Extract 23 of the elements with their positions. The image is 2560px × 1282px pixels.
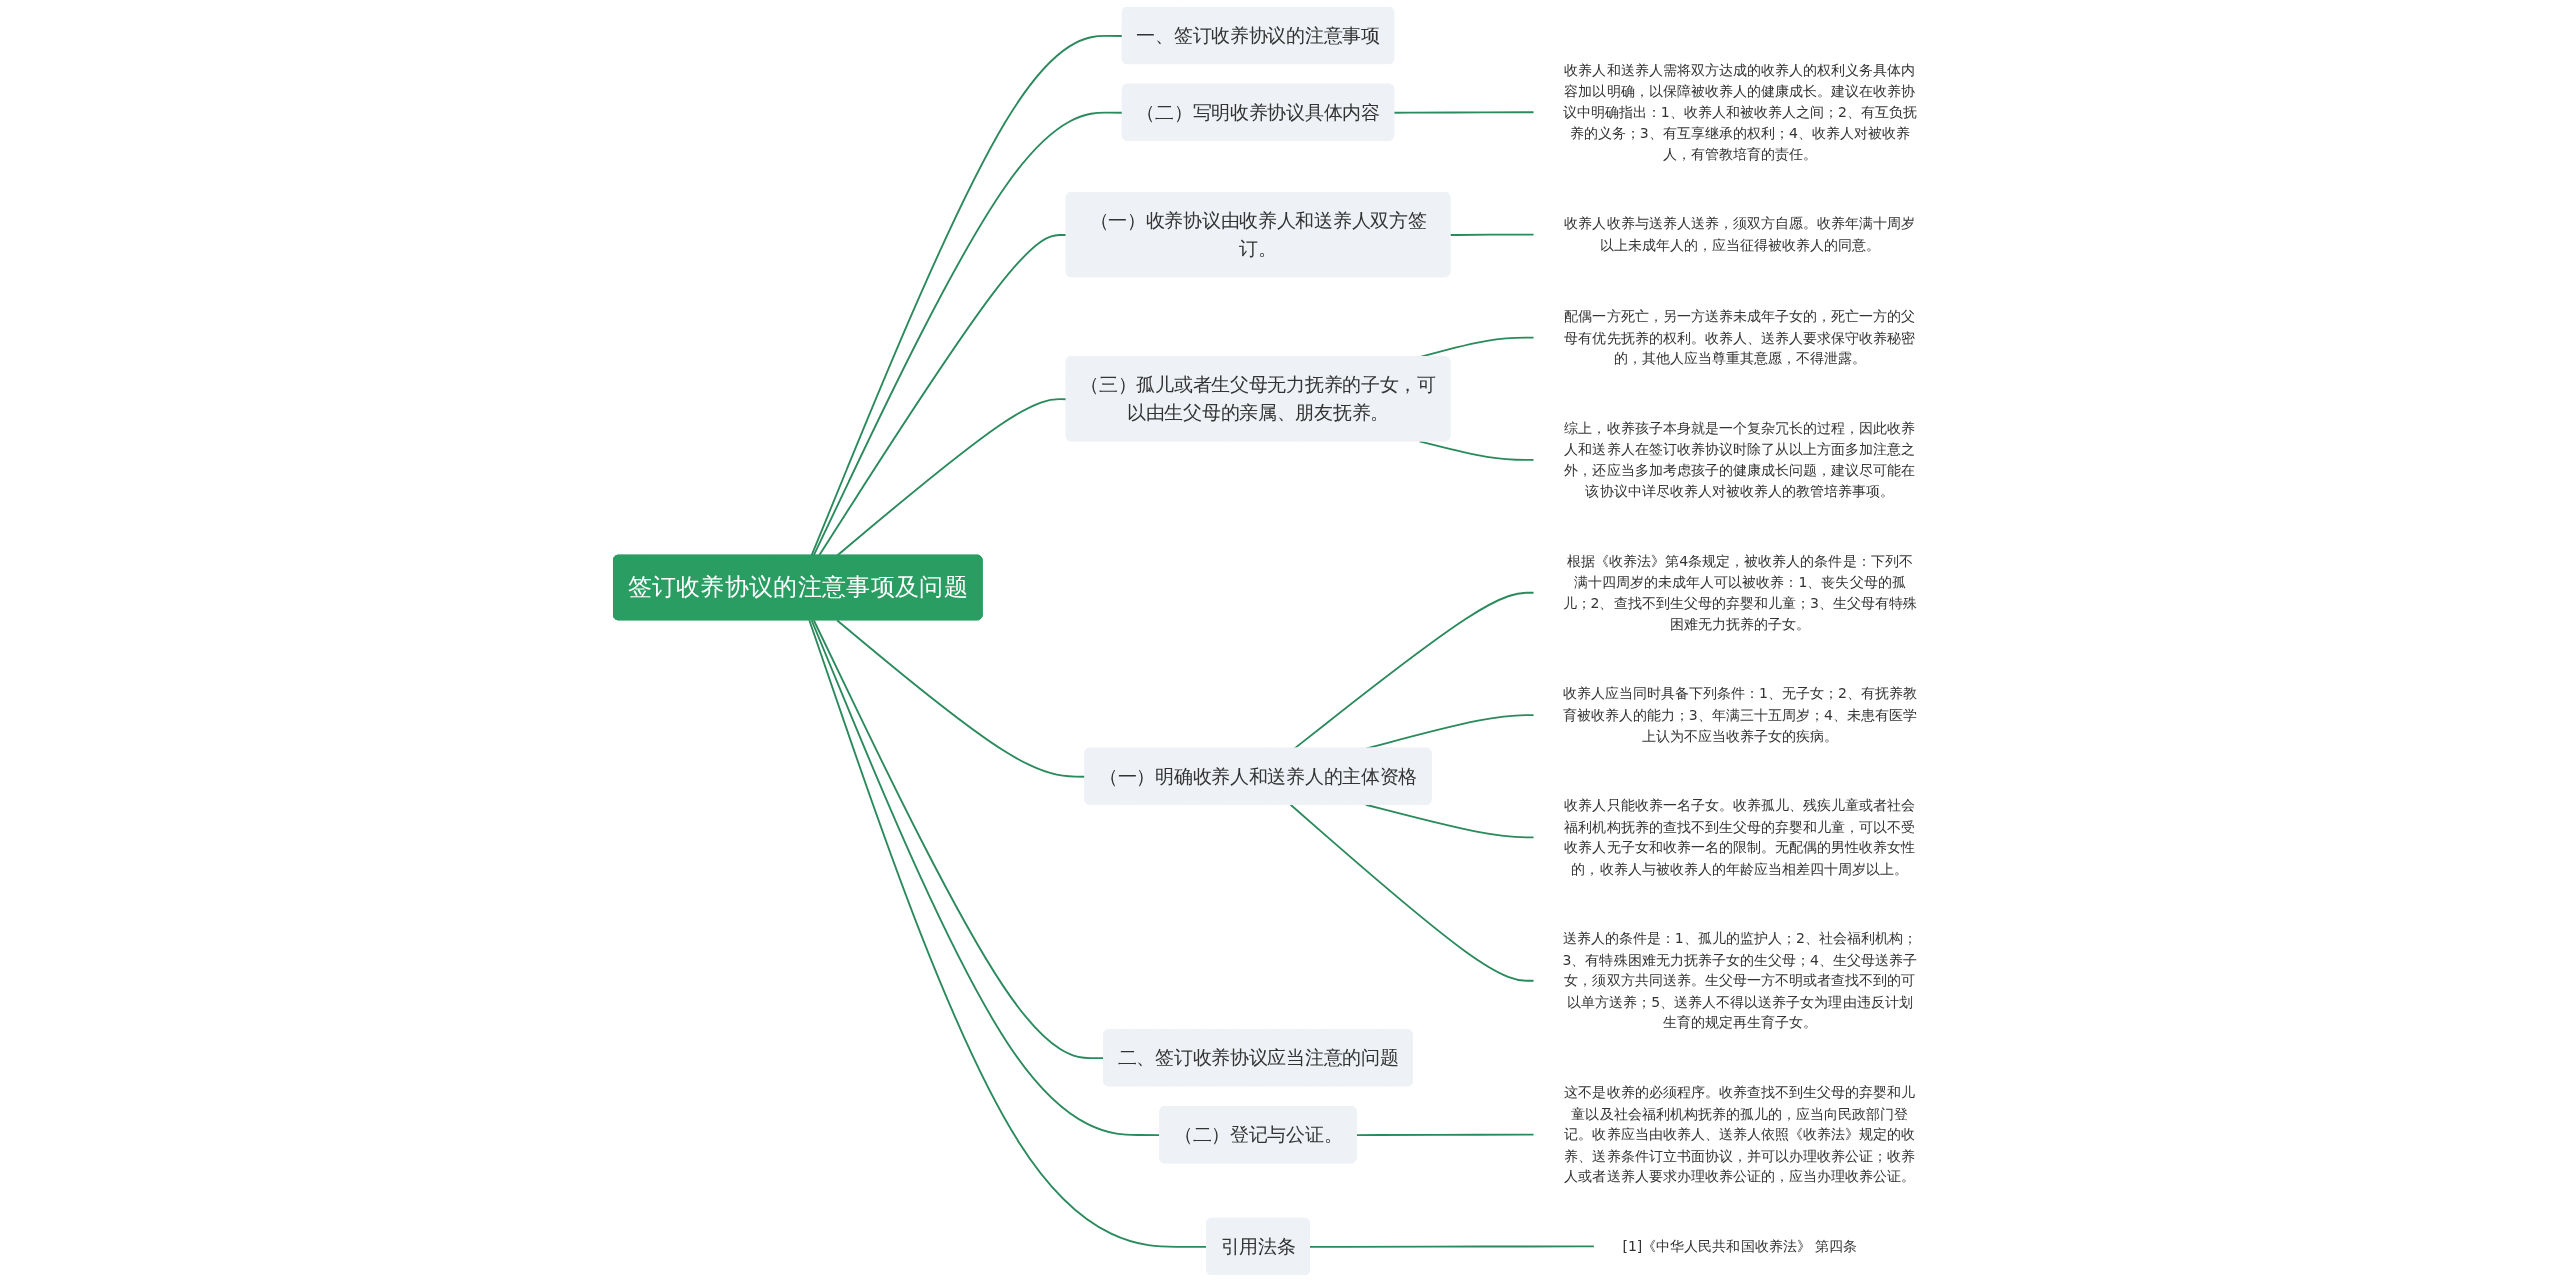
connector <box>1290 803 1536 982</box>
connector <box>813 619 1106 1060</box>
connector <box>808 619 1209 1248</box>
connector <box>1365 803 1536 839</box>
node-text: 这不是收养的必须程序。收养查找不到生父母的弃婴和儿童以及社会福利机构抚养的孤儿的，应当向民政部门登记。收养应当由收养人、送养人依照《收养法》规定的收养、送养条件订立书面协议，并可以办理收养公证；收养人或者送养人要求办理收养公证的，应当办理收养公证。 <box>1564 1083 1916 1185</box>
node-text: 根据《收养法》第4条规定，被收养人的条件是：下列不满十四周岁的未成年人可以被收养：1、丧失父母的孤儿；2、查找不到生父母的弃婴和儿童；3、生父母有特殊困难无力抚养的子女。 <box>1562 552 1918 633</box>
node-text: 配偶一方死亡，另一方送养未成年子女的，死亡一方的父母有优先抚养的权利。收养人、送养人要求保守收养秘密的，其他人应当尊重其意愿，不得泄露。 <box>1564 307 1916 367</box>
node-text: 收养人应当同时具备下列条件：1、无子女；2、有抚养教育被收养人的能力；3、年满三十五周岁；4、未患有医学上认为不应当收养子女的疾病。 <box>1562 685 1918 745</box>
connector <box>1419 440 1536 461</box>
node-text: 收养人收养与送养人送养，须双方自愿。收养年满十周岁以上未成年人的，应当征得被收养人的同意。 <box>1564 215 1916 254</box>
node-text: 综上，收养孩子本身就是一个复杂冗长的过程，因此收养人和送养人在签订收养协议时除了从以上方面多加注意之外，还应当多加考虑孩子的健康成长问题，建议尽可能在该协议中详尽收养人对被收养人的教管培养事项。 <box>1564 419 1916 500</box>
connector <box>836 619 1087 778</box>
node-text: 送养人的条件是：1、孤儿的监护人；2、社会福利机构；3、有特殊困难无力抚养子女的生父母；4、生父母送养子女，须双方共同送养。生父母一方不明或者查找不到的可以单方送养；5、送养人不得以送养子女为理由违反计划生育的规定再生育子女。 <box>1562 930 1918 1032</box>
node-text: 收养人和送养人需将双方达成的收养人的权利义务具体内容加以明确，以保障被收养人的健康成长。建议在收养协议中明确指出：1、收养人和被收养人之间；2、有互负抚养的义务；3、有互享继承的权利；4、收养人对被收养人，有管教培育的责任。 <box>1562 61 1918 163</box>
node-text: [1]《中华人民共和国收养法》 第四条 <box>1622 1237 1858 1255</box>
connector <box>1393 111 1536 114</box>
connector <box>1449 233 1536 236</box>
connector <box>1365 714 1536 750</box>
node-text: 收养人只能收养一名子女。收养孤儿、残疾儿童或者社会福利机构抚养的查找不到生父母的弃婴和儿童，可以不受收养人无子女和收养一名的限制。无配偶的男性收养女性的，收养人与被收养人的年龄应当相差四十周岁以上。 <box>1564 797 1916 878</box>
connector <box>1293 591 1536 750</box>
connector <box>811 619 1162 1137</box>
connector <box>1356 1133 1536 1137</box>
connector <box>1309 1245 1596 1248</box>
